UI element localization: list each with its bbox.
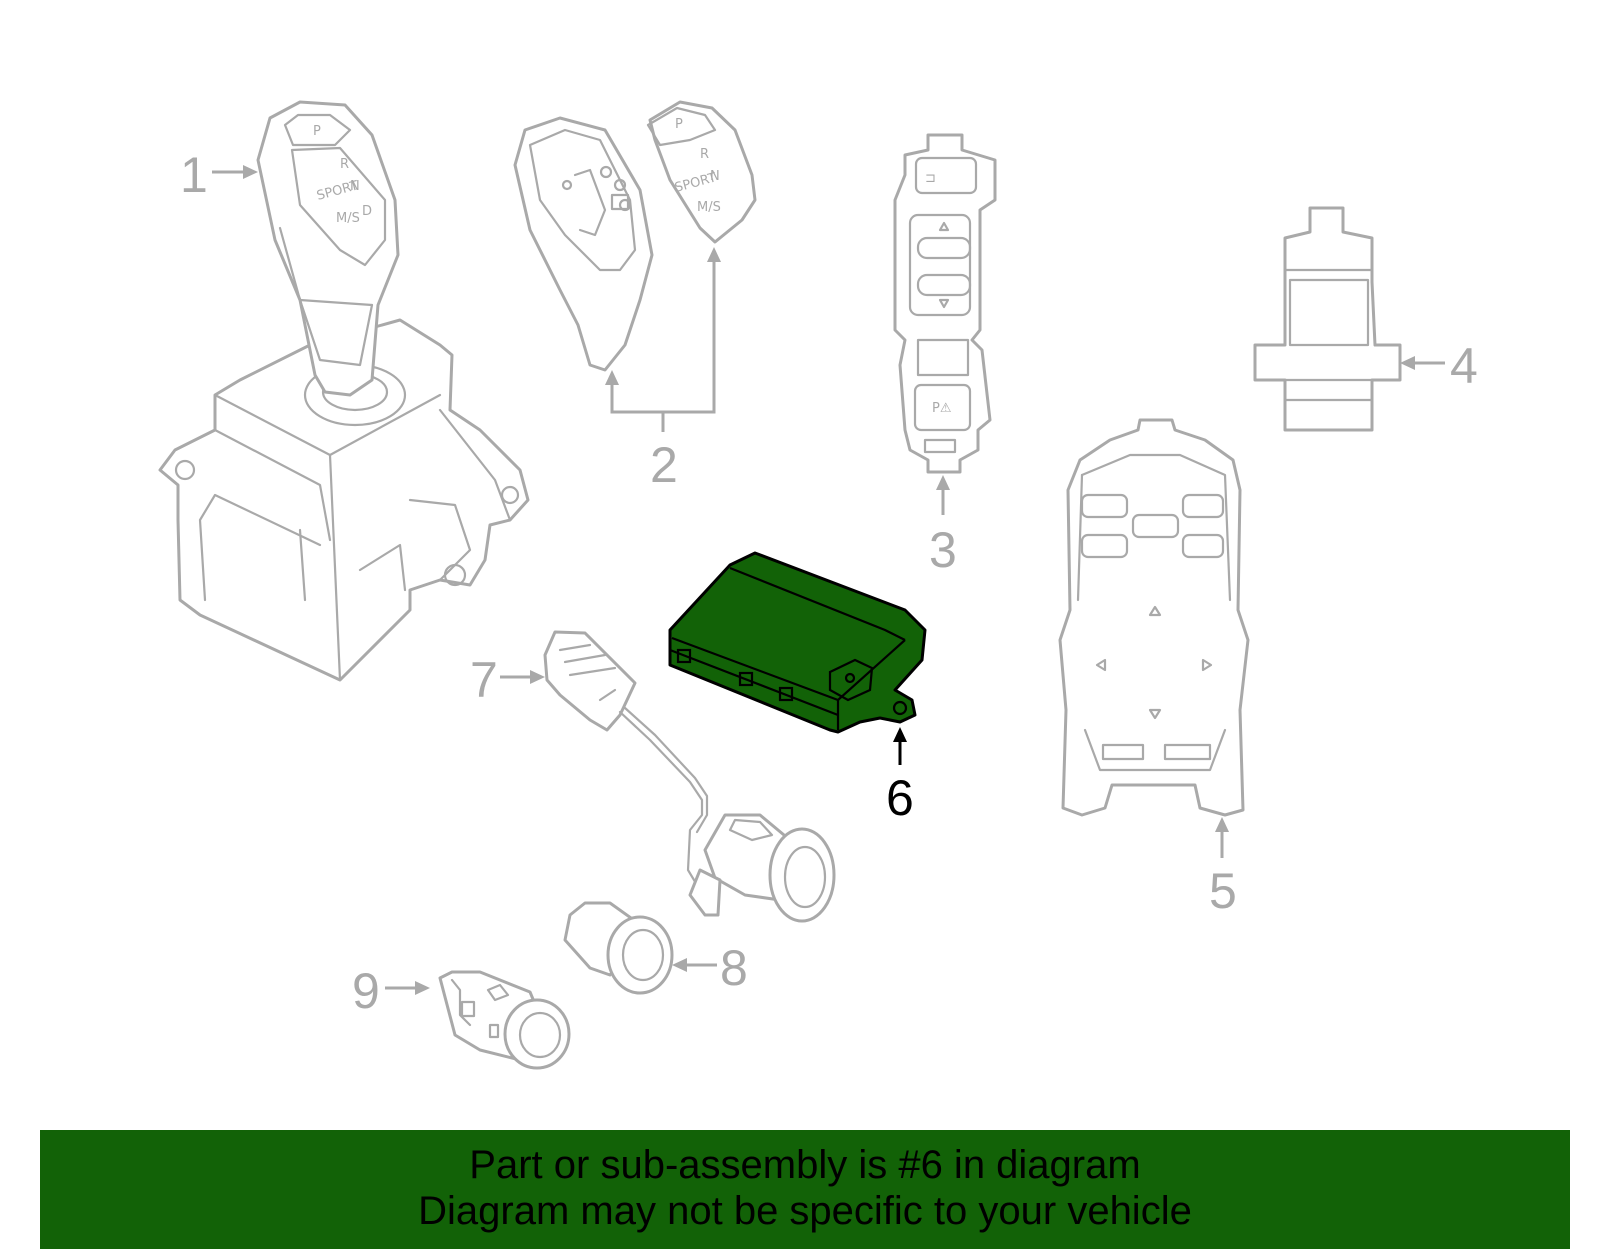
cover-reverse-label: R bbox=[700, 147, 709, 162]
callout-5-label: 5 bbox=[1209, 863, 1237, 919]
callout-4-label: 4 bbox=[1450, 338, 1478, 394]
parts-diagram: P R N SPORT M/S D P R N SPORT M/S ⊐ bbox=[158, 100, 1478, 1070]
shifter-drive-label: D bbox=[362, 204, 372, 219]
part-8-socket-cap[interactable] bbox=[563, 901, 674, 995]
shifter-park-label: P bbox=[313, 124, 321, 139]
banner-line-1: Part or sub-assembly is #6 in diagram bbox=[469, 1143, 1141, 1187]
part-9-socket-housing[interactable] bbox=[438, 970, 571, 1070]
shifter-neutral-label: N bbox=[350, 179, 360, 194]
cover-park-label: P bbox=[675, 117, 683, 132]
callout-3-label: 3 bbox=[929, 522, 957, 578]
callout-7-label: 7 bbox=[470, 652, 498, 708]
callout-1: 1 bbox=[180, 147, 258, 203]
cover-neutral-label: N bbox=[710, 169, 720, 184]
part-4-bracket[interactable] bbox=[1253, 206, 1402, 432]
power-socket-with-harness[interactable] bbox=[688, 813, 836, 923]
switch-seat-icon: ⊐ bbox=[925, 171, 936, 186]
callout-3: 3 bbox=[929, 475, 957, 578]
callout-9-label: 9 bbox=[352, 963, 380, 1019]
shifter-reverse-label: R bbox=[340, 157, 349, 172]
callout-2: 2 bbox=[605, 247, 721, 493]
shifter-ms-label: M/S bbox=[336, 211, 360, 226]
cover-ms-label: M/S bbox=[697, 200, 721, 215]
part-1-gear-shifter-assembly[interactable]: P R N SPORT M/S D bbox=[158, 100, 530, 682]
switch-hazard-icon: P⚠ bbox=[932, 401, 952, 416]
callout-2-label: 2 bbox=[650, 437, 678, 493]
callout-9: 9 bbox=[352, 963, 430, 1019]
callout-6-label: 6 bbox=[886, 770, 914, 826]
callout-8-label: 8 bbox=[720, 940, 748, 996]
part-5-control-console[interactable] bbox=[1058, 418, 1250, 817]
callout-6: 6 bbox=[886, 727, 914, 826]
banner-line-2: Diagram may not be specific to your vehi… bbox=[418, 1189, 1192, 1233]
part-2-shifter-trim-covers[interactable]: P R N SPORT M/S bbox=[513, 100, 757, 372]
callout-7: 7 bbox=[470, 652, 545, 708]
callout-8: 8 bbox=[672, 940, 748, 996]
callout-5: 5 bbox=[1209, 817, 1237, 919]
callout-4: 4 bbox=[1400, 338, 1478, 394]
info-banner: Part or sub-assembly is #6 in diagram Di… bbox=[40, 1130, 1570, 1249]
callout-1-label: 1 bbox=[180, 147, 208, 203]
part-3-switch-panel[interactable]: ⊐ P⚠ bbox=[893, 133, 997, 474]
part-6-control-module[interactable] bbox=[668, 551, 927, 734]
